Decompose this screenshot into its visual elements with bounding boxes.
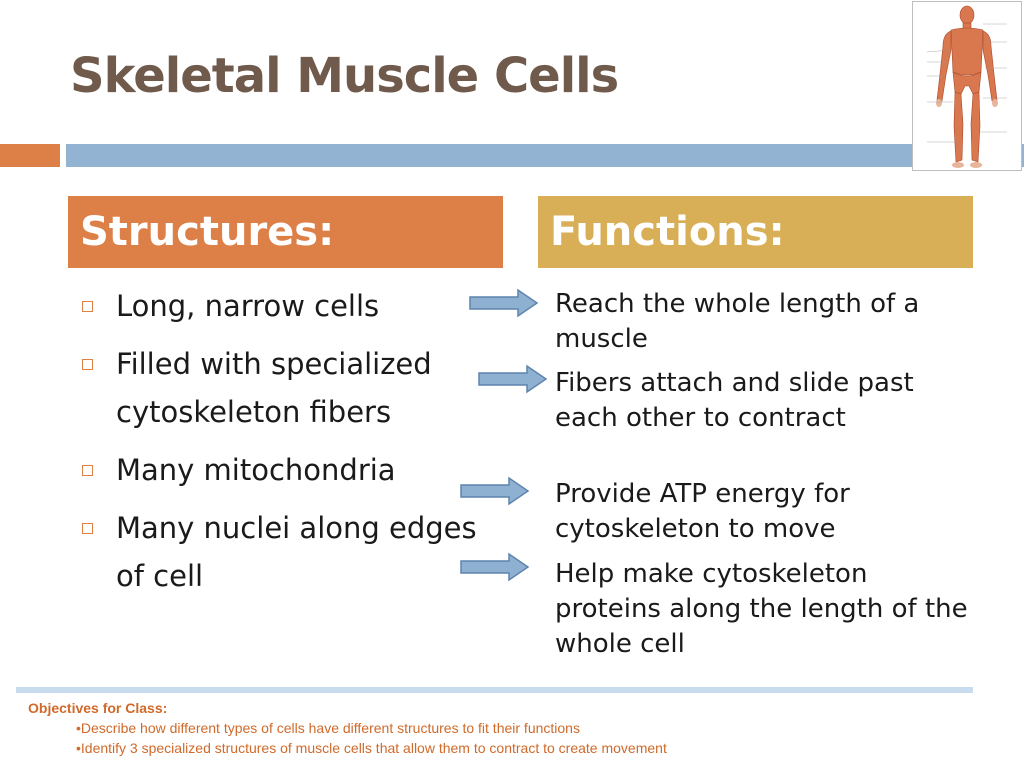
function-item: Provide ATP energy for cytoskeleton to m… (555, 479, 850, 544)
structure-item: Filled with specialized cytoskeleton fib… (80, 340, 480, 436)
structure-item: Long, narrow cells (80, 282, 480, 330)
structure-item-text: Long, narrow cells (116, 289, 380, 323)
structures-header-label: Structures: (80, 209, 335, 255)
bullet-box-icon (82, 359, 93, 370)
slide-title: Skeletal Muscle Cells (70, 48, 619, 104)
objective-item: •Identify 3 specialized structures of mu… (76, 740, 667, 756)
objectives-label: Objectives for Class: (28, 700, 168, 716)
function-item: Help make cytoskeleton proteins along th… (555, 559, 968, 659)
anatomy-muscle-figure-icon (926, 5, 1007, 168)
structures-list: Long, narrow cells Filled with specializ… (80, 282, 480, 610)
bullet-box-icon (82, 301, 93, 312)
objective-item: •Describe how different types of cells h… (76, 720, 580, 736)
structure-item: Many mitochondria (80, 446, 480, 494)
structure-item-text: Many mitochondria (116, 453, 396, 487)
functions-header: Functions: (538, 196, 973, 268)
bullet-box-icon (82, 523, 93, 534)
structure-item: Many nuclei along edges of cell (80, 504, 480, 600)
structures-header: Structures: (68, 196, 503, 268)
right-arrow-icon (460, 552, 530, 582)
structure-item-text: Many nuclei along edges of cell (116, 511, 477, 593)
footer-divider (16, 687, 973, 693)
function-item: Fibers attach and slide past each other … (555, 368, 914, 433)
accent-bar-blue (66, 144, 1024, 167)
accent-bar-orange (0, 144, 60, 167)
right-arrow-icon (469, 288, 539, 318)
structure-item-text: Filled with specialized cytoskeleton fib… (116, 347, 432, 429)
bullet-box-icon (82, 465, 93, 476)
right-arrow-icon (460, 476, 530, 506)
anatomy-figure-image (912, 1, 1022, 171)
functions-header-label: Functions: (550, 209, 785, 255)
right-arrow-icon (478, 364, 548, 394)
function-item: Reach the whole length of a muscle (555, 289, 920, 354)
